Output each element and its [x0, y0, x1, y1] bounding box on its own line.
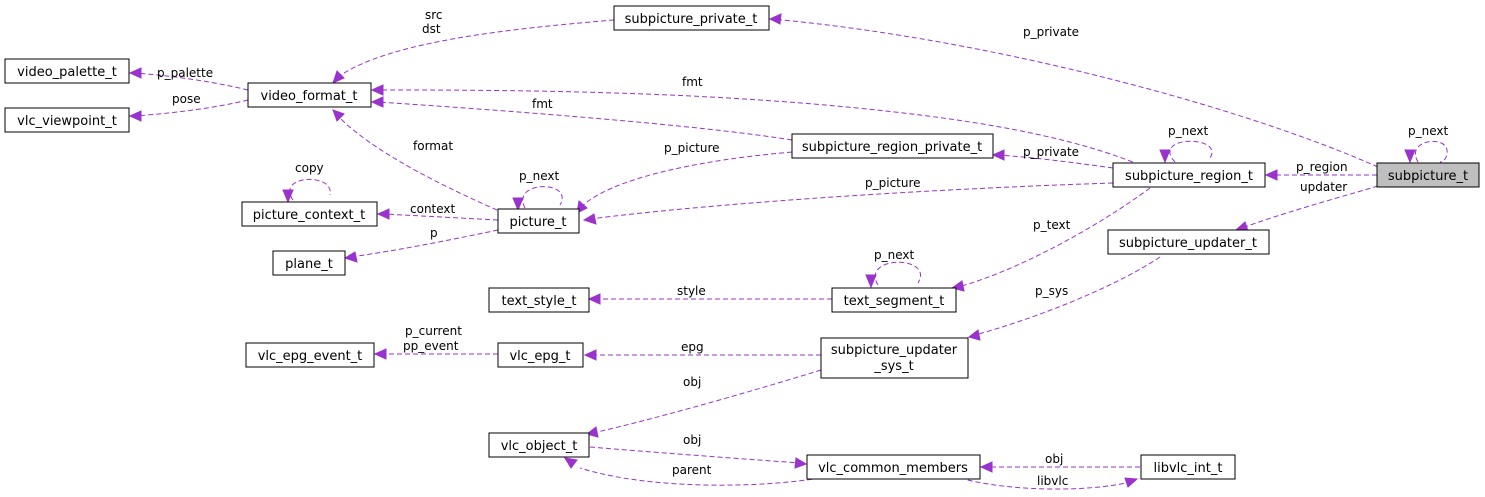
node-label: vlc_viewpoint_t — [17, 114, 117, 129]
node-vlc-common-members[interactable]: vlc_common_members — [806, 454, 981, 480]
edge-fmt-region-private: fmt — [370, 96, 793, 141]
edge-p-next-subpicture: p_next — [1404, 124, 1448, 164]
node-label: text_style_t — [502, 294, 577, 309]
node-subpicture-updater-t[interactable]: subpicture_updater_t — [1107, 229, 1270, 255]
edge-label-p-next-subpicture: p_next — [1408, 124, 1448, 138]
node-label: vlc_object_t — [501, 439, 578, 454]
node-label: subpicture_updater_t — [1119, 236, 1257, 251]
node-picture-context-t[interactable]: picture_context_t — [241, 201, 378, 227]
edge-label-p-sys: p_sys — [1035, 284, 1068, 298]
edge-p-region: p_region — [1264, 160, 1377, 181]
edge-parent: parent — [564, 457, 821, 486]
edge-label-fmt-region-private: fmt — [532, 97, 553, 111]
node-label: vlc_common_members — [818, 461, 968, 476]
node-subpicture-region-t[interactable]: subpicture_region_t — [1112, 162, 1266, 188]
node-libvlc-int-t[interactable]: libvlc_int_t — [1140, 454, 1236, 480]
node-subpicture-region-private-t[interactable]: subpicture_region_private_t — [791, 133, 994, 159]
edge-label-src: src — [425, 8, 443, 22]
edge-epg: epg — [583, 340, 821, 361]
edge-p-picture-region: p_picture — [582, 176, 1114, 225]
edge-p-text: p_text — [950, 187, 1151, 292]
edge-label-obj-common: obj — [683, 433, 701, 447]
edge-label-p-picture-region: p_picture — [865, 176, 921, 190]
edge-pose: pose — [128, 92, 249, 122]
node-text-segment-t[interactable]: text_segment_t — [831, 287, 957, 313]
edge-label-p: p — [430, 226, 438, 240]
node-vlc-epg-t[interactable]: vlc_epg_t — [497, 342, 584, 368]
node-subpicture-t[interactable]: subpicture_t — [1376, 162, 1480, 188]
node-label: vlc_epg_event_t — [258, 349, 363, 364]
node-label: picture_t — [509, 215, 566, 230]
edge-label-style: style — [677, 284, 706, 298]
node-vlc-object-t[interactable]: vlc_object_t — [488, 432, 590, 458]
edge-obj-libvlc: obj — [979, 452, 1140, 473]
node-label: video_palette_t — [17, 65, 117, 80]
node-video-palette-t[interactable]: video_palette_t — [4, 58, 130, 84]
edge-label-p-next-region: p_next — [1168, 124, 1208, 138]
edge-label-context: context — [410, 202, 456, 216]
edge-label-copy: copy — [295, 161, 324, 175]
edge-p-private-region: p_private — [991, 145, 1114, 169]
edge-p-palette: p_palette — [128, 66, 249, 91]
node-label: picture_context_t — [253, 208, 366, 223]
node-subpicture-updater-sys-t[interactable]: subpicture_updater _sys_t — [820, 337, 969, 379]
node-label-line2: _sys_t — [873, 359, 913, 374]
edge-src-dst: src dst — [332, 8, 615, 84]
node-label: subpicture_region_private_t — [802, 140, 982, 155]
edge-label-obj-updater-sys: obj — [683, 375, 701, 389]
edge-label-p-next-text: p_next — [874, 248, 914, 262]
edge-p-current-pp-event: p_current pp_event — [373, 324, 498, 360]
node-plane-t[interactable]: plane_t — [272, 250, 346, 276]
node-text-style-t[interactable]: text_style_t — [488, 287, 590, 313]
node-vlc-viewpoint-t[interactable]: vlc_viewpoint_t — [4, 107, 130, 133]
edge-label-p-picture-region-private: p_picture — [664, 141, 720, 155]
node-label: libvlc_int_t — [1154, 461, 1223, 476]
edge-label-p-next-picture: p_next — [519, 169, 559, 183]
edge-label-p-text: p_text — [1033, 218, 1071, 232]
node-label: plane_t — [285, 257, 333, 272]
node-label: subpicture_t — [1388, 169, 1468, 184]
node-picture-t[interactable]: picture_t — [497, 208, 580, 234]
edge-label-p-palette: p_palette — [157, 66, 213, 80]
node-label: text_segment_t — [844, 294, 945, 309]
edge-label-parent: parent — [672, 463, 712, 477]
edge-style: style — [587, 284, 832, 305]
edge-obj-updater-sys: obj — [585, 369, 822, 438]
edge-p-private-subpicture: p_private — [768, 13, 1379, 168]
node-label-line1: subpicture_updater — [831, 343, 958, 358]
edge-p-next-region: p_next — [1159, 124, 1213, 164]
node-label: subpicture_private_t — [625, 12, 758, 27]
edge-libvlc: libvlc — [959, 474, 1139, 490]
edge-label-epg: epg — [681, 340, 704, 354]
edge-p-next-text: p_next — [865, 248, 921, 289]
edge-label-obj-libvlc: obj — [1045, 452, 1063, 466]
node-video-format-t[interactable]: video_format_t — [247, 82, 372, 108]
node-label: vlc_epg_t — [509, 349, 570, 364]
edge-label-libvlc: libvlc — [1037, 474, 1068, 488]
edge-p: p — [343, 226, 499, 263]
edge-copy: copy — [282, 161, 331, 204]
edge-label-p-private: p_private — [1023, 25, 1079, 39]
edge-p-next-picture: p_next — [512, 169, 563, 212]
node-vlc-epg-event-t[interactable]: vlc_epg_event_t — [245, 342, 375, 368]
edge-context: context — [376, 202, 499, 221]
edge-label-p-region: p_region — [1296, 160, 1348, 174]
edge-label-dst: dst — [422, 22, 441, 36]
node-label: subpicture_region_t — [1125, 169, 1253, 184]
edge-updater: updater — [1234, 180, 1379, 232]
edge-label-p-current: p_current — [405, 324, 462, 338]
edge-p-sys: p_sys — [967, 256, 1161, 341]
node-label: video_format_t — [261, 89, 358, 104]
edge-label-pp-event: pp_event — [403, 339, 459, 353]
edge-label-p-private-region: p_private — [1023, 145, 1079, 159]
edge-obj-common: obj — [589, 433, 808, 469]
edge-label-format: format — [413, 139, 453, 153]
edge-label-updater: updater — [1300, 180, 1347, 194]
edge-format: format — [332, 109, 498, 211]
edge-fmt-region: fmt — [370, 75, 1141, 166]
edge-label-fmt-region: fmt — [682, 75, 703, 89]
edge-label-pose: pose — [172, 92, 201, 106]
node-subpicture-private-t[interactable]: subpicture_private_t — [613, 5, 770, 31]
